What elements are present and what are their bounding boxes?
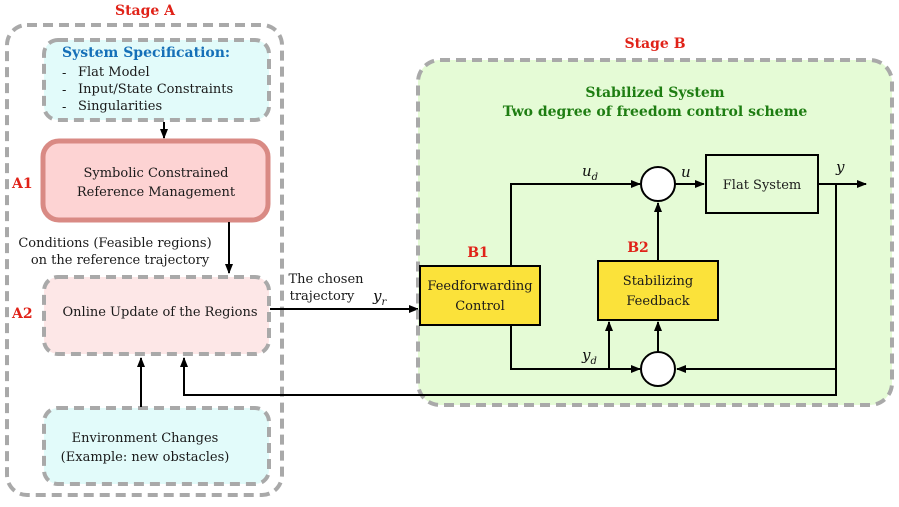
u-symbol: u: [681, 163, 691, 181]
arrow-b1-to-junction-bottom: [510, 326, 641, 373]
spec-item-1-bullet: -: [62, 66, 66, 81]
ud-symbol: ud: [582, 162, 598, 183]
b1-tag: B1: [467, 245, 489, 261]
spec-item-2-bullet: -: [62, 83, 66, 98]
spec-item-1: Flat Model: [78, 65, 150, 80]
b1-feedforward-block: [419, 265, 541, 326]
b1-line1: Feedforwarding: [427, 279, 532, 294]
conditions-line2: on the reference trajectory: [31, 253, 210, 268]
summing-junction-top: [640, 166, 676, 202]
link-label-line1: The chosen: [288, 272, 364, 287]
environment-line2: (Example: new obstacles): [61, 450, 230, 465]
flat-system-block: [705, 154, 819, 214]
a1-tag: A1: [11, 176, 33, 192]
stage-a-title: Stage A: [115, 3, 176, 19]
a1-box: [40, 138, 271, 223]
spec-item-2: Input/State Constraints: [78, 82, 233, 97]
flat-system-label: Flat System: [723, 178, 801, 193]
conditions-line1: Conditions (Feasible regions): [18, 236, 211, 251]
stage-a-container: [5, 23, 284, 497]
b2-line2: Feedback: [626, 294, 689, 309]
a2-tag: A2: [11, 306, 33, 322]
environment-line1: Environment Changes: [72, 431, 219, 446]
arrow-b1-to-junction-top: [510, 180, 641, 265]
stage-b-header1: Stabilized System: [585, 85, 724, 101]
a2-box: [42, 275, 271, 356]
environment-box: [42, 406, 271, 486]
system-spec-box: [42, 38, 271, 122]
summing-junction-bottom: [640, 351, 676, 387]
b2-tag: B2: [627, 240, 649, 256]
b2-line1: Stabilizing: [623, 274, 693, 289]
a1-line1: Symbolic Constrained: [83, 166, 228, 181]
system-spec-title: System Specification:: [62, 45, 230, 61]
a1-line2: Reference Management: [77, 185, 236, 200]
feedback-output-to-a2: [180, 357, 837, 396]
stage-b-header2: Two degree of freedom control scheme: [503, 104, 808, 120]
yr-symbol: yr: [372, 287, 387, 308]
a2-text: Online Update of the Regions: [63, 305, 258, 320]
stage-b-title: Stage B: [624, 36, 685, 52]
b2-feedback-block: [597, 260, 719, 321]
y-symbol: y: [835, 158, 845, 176]
b1-line2: Control: [455, 299, 505, 314]
link-label-line2: trajectory: [290, 289, 355, 304]
spec-item-3-bullet: -: [62, 100, 66, 115]
yd-symbol: yd: [581, 346, 597, 367]
spec-item-3: Singularities: [78, 99, 162, 114]
